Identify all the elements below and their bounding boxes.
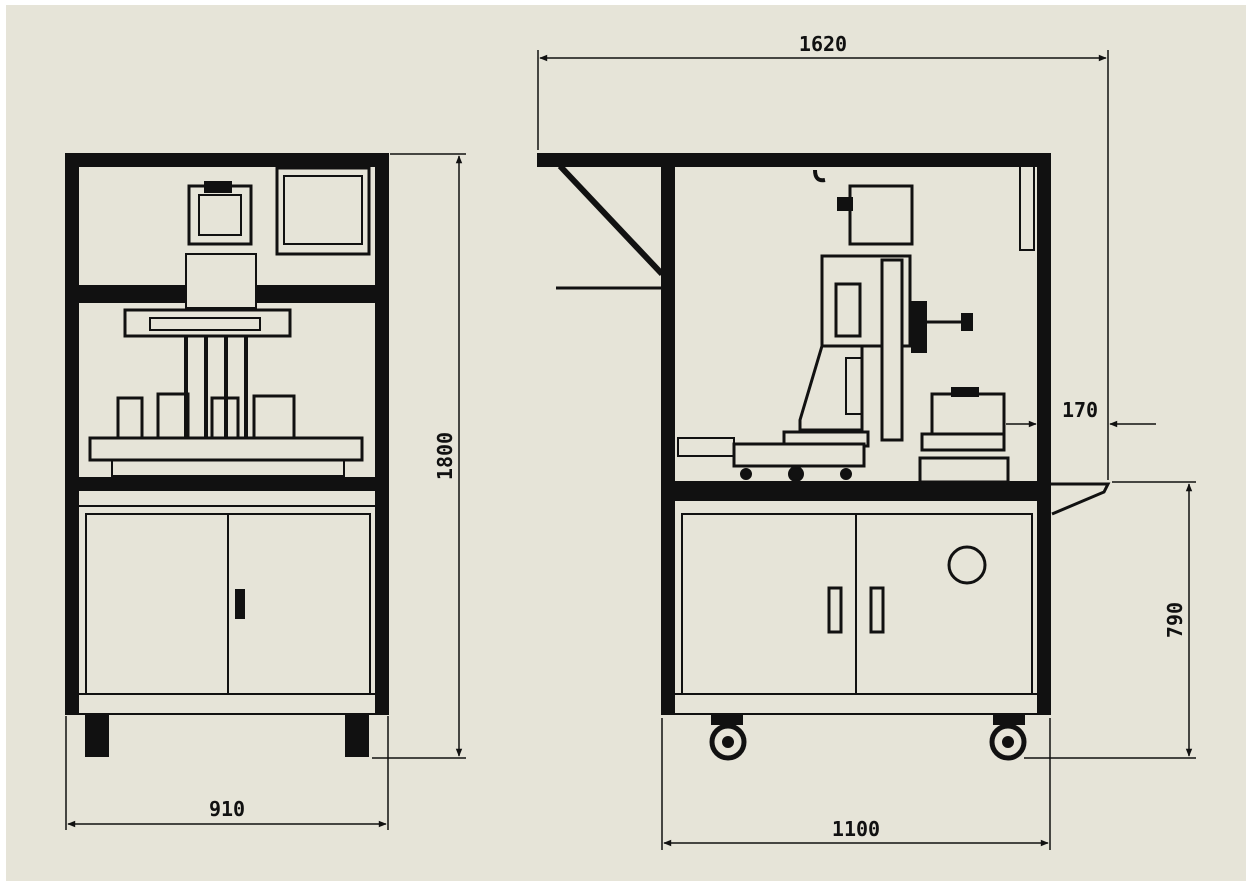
side-casters (709, 713, 1027, 761)
dim-side-depth-base-label: 1100 (832, 817, 880, 841)
side-cabinet (673, 513, 1039, 715)
dim-front-width (65, 716, 389, 830)
front-cabinet (77, 513, 377, 715)
dim-table-height-label: 790 (1163, 602, 1187, 638)
front-casters (85, 713, 369, 757)
dim-front-width-label: 910 (209, 797, 245, 821)
side-fixture (918, 387, 1010, 484)
monitor (275, 166, 371, 256)
dim-side-depth-top (537, 50, 1109, 480)
side-view (537, 153, 1111, 761)
front-fixtures (88, 392, 364, 477)
dim-shelf-overhang-label: 170 (1062, 398, 1098, 422)
front-view (65, 153, 389, 757)
dim-overall-height-label: 1800 (433, 432, 457, 480)
front-head-assembly (123, 181, 292, 440)
dim-overall-height (372, 153, 466, 759)
dim-side-depth-base (661, 718, 1051, 850)
side-press-assembly (782, 184, 973, 448)
dim-table-height (1024, 481, 1196, 759)
dim-side-depth-top-label: 1620 (799, 32, 847, 56)
